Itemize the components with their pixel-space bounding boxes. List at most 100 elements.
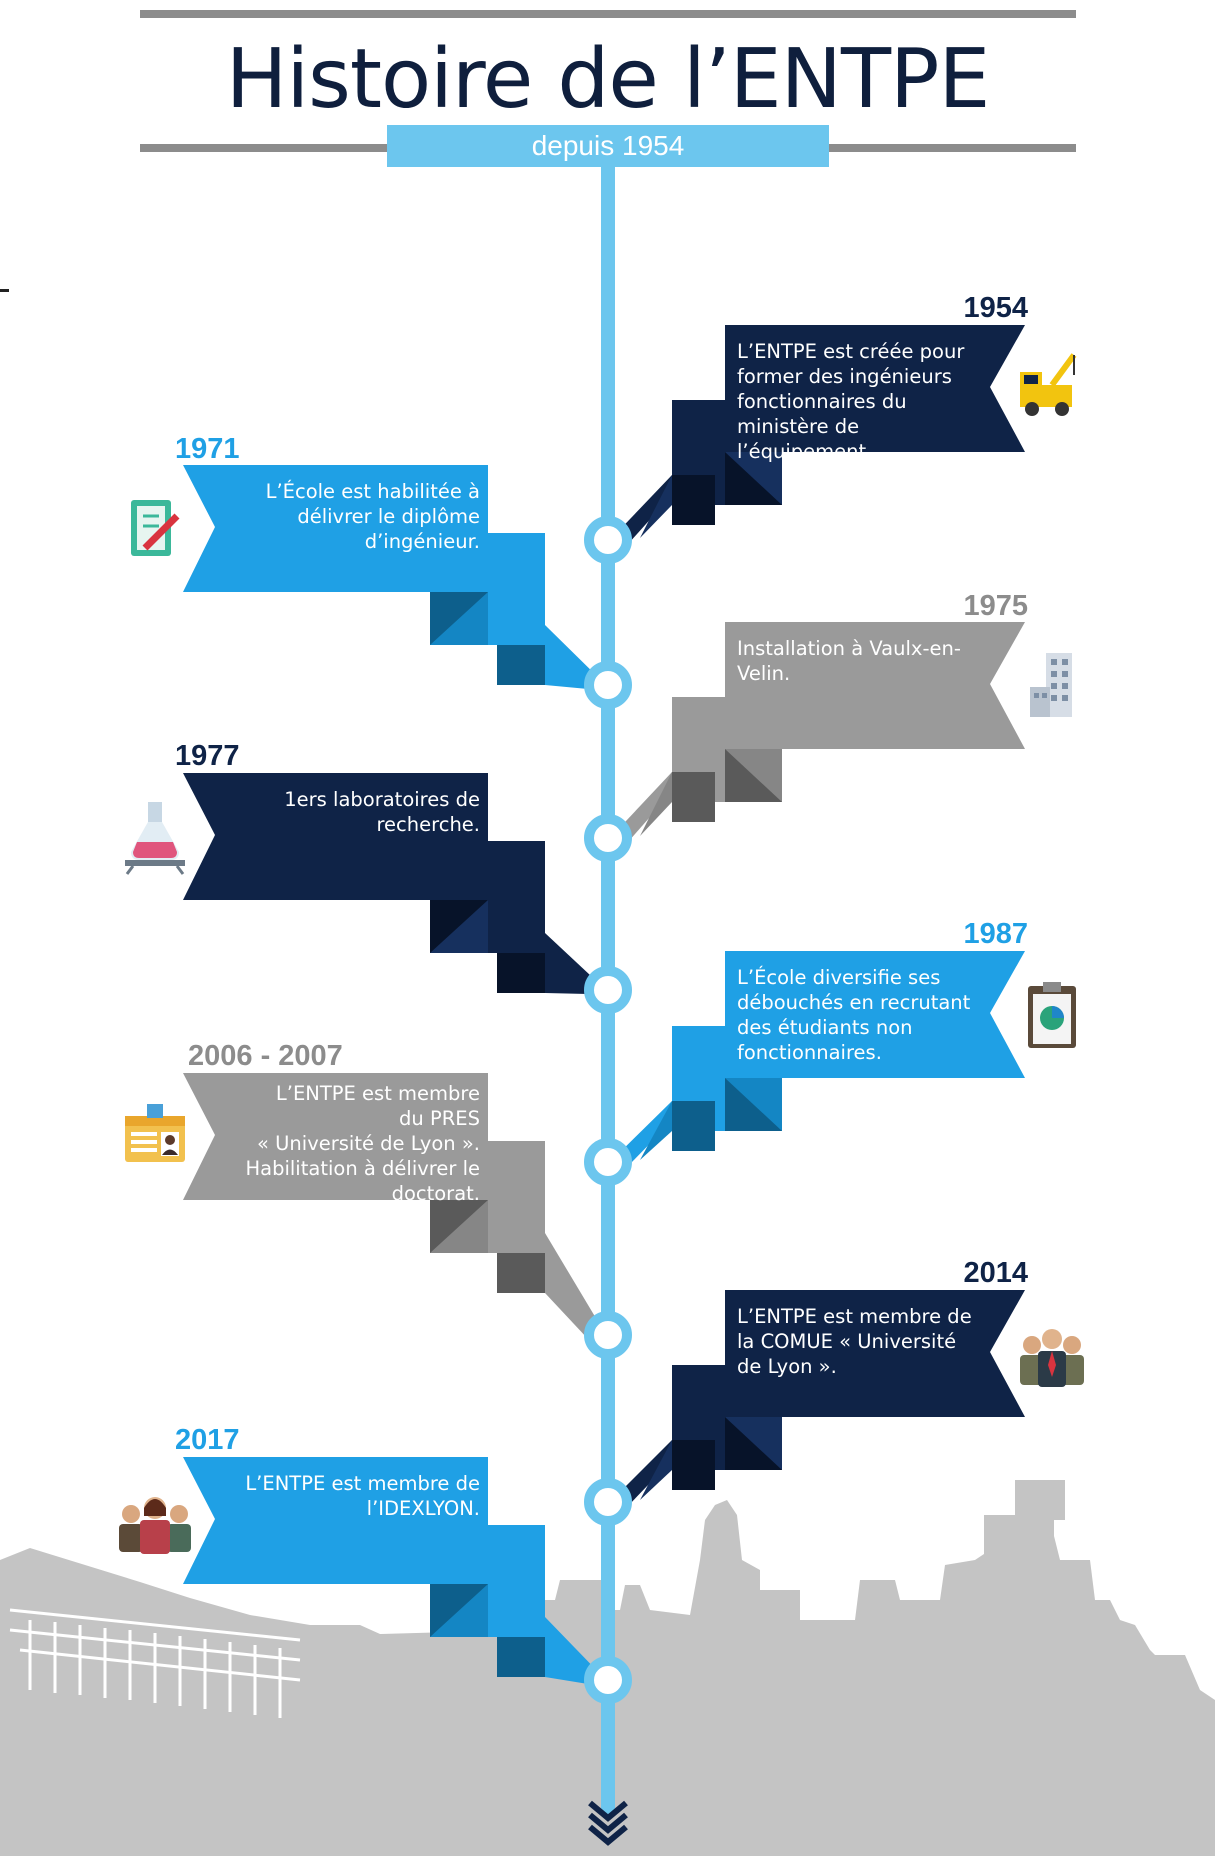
- crane-truck-icon: [1020, 353, 1077, 416]
- left-edge-tick: [0, 289, 9, 292]
- banner-step-shadow: [672, 1101, 715, 1151]
- banner-step-shadow: [497, 1253, 545, 1293]
- event-banner-5: [183, 1073, 606, 1339]
- event-year: 1954: [963, 292, 1028, 324]
- banner-fold-crease: [725, 749, 782, 802]
- page-subtitle: depuis 1954: [387, 125, 829, 167]
- banner-tail-shadow: [640, 475, 672, 538]
- page-title: Histoire de l’ENTPE: [225, 32, 991, 127]
- banner-step-shadow: [497, 953, 545, 993]
- event-description-line: de Lyon ».: [737, 1355, 837, 1378]
- business-people-icon: [1020, 1329, 1084, 1387]
- banner-main-panel: [725, 951, 1025, 1078]
- event-description-line: 1ers laboratoires de: [284, 788, 480, 811]
- event-description-line: doctorat.: [391, 1182, 480, 1205]
- event-description-line: L’ENTPE est membre: [275, 1082, 480, 1105]
- event-description-line: L’ENTPE est créée pour: [737, 340, 965, 363]
- event-description-line: L’École diversifie ses: [737, 966, 941, 989]
- banner-main-panel: [183, 1073, 488, 1200]
- timeline-node-3: [584, 966, 632, 1014]
- event-description-line: L’ENTPE est membre de: [737, 1305, 972, 1328]
- timeline-node-1: [584, 661, 632, 709]
- banner-main-panel: [725, 1290, 1025, 1417]
- banner-main-panel: [183, 465, 488, 592]
- event-description-line: « Université de Lyon ».: [257, 1132, 480, 1155]
- event-description-line: du PRES: [399, 1107, 480, 1130]
- event-description-line: L’ENTPE est membre de: [245, 1472, 480, 1495]
- banner-step-shadow: [672, 1440, 715, 1490]
- banner-tail-shadow: [640, 1440, 672, 1500]
- skyline-bridge-structure: [9, 1608, 301, 1718]
- event-description-line: recherche.: [376, 813, 480, 836]
- event-year: 1971: [175, 433, 240, 465]
- event-description-line: Installation à Vaulx-en-: [737, 637, 961, 660]
- event-description-line: ministère de l’équipement.: [737, 415, 873, 463]
- banner-tail-shadow: [640, 1101, 672, 1160]
- event-description-line: délivrer le diplôme: [297, 505, 480, 528]
- event-description-line: former des ingénieurs: [737, 365, 952, 388]
- event-description-line: l’IDEXLYON.: [366, 1497, 480, 1520]
- event-description-line: fonctionnaires du: [737, 390, 907, 413]
- timeline-node-7: [584, 1656, 632, 1704]
- banner-main-panel: [183, 773, 488, 900]
- event-year: 1987: [963, 918, 1028, 950]
- event-year: 1975: [963, 590, 1028, 622]
- event-description-line: L’École est habilitée à: [265, 480, 480, 503]
- event-year: 1977: [175, 740, 240, 772]
- banner-step-shadow: [672, 772, 715, 822]
- notebook-pencil-icon: [131, 500, 180, 556]
- event-description-line: Velin.: [737, 662, 791, 685]
- event-year: 2006 - 2007: [188, 1040, 343, 1072]
- event-description: Installation à Vaulx-en-Velin.: [737, 636, 999, 686]
- building-icon: [1030, 653, 1072, 717]
- event-year: 2014: [963, 1257, 1028, 1289]
- id-card-icon: [125, 1104, 185, 1162]
- event-description-line: d’ingénieur.: [364, 530, 480, 553]
- header-bottom-rule-left: [140, 144, 390, 152]
- event-description-line: débouchés en recrutant: [737, 991, 971, 1014]
- header-top-rule: [140, 10, 1076, 18]
- event-banner-6: [610, 1290, 1025, 1506]
- banner-main-panel: [725, 325, 1025, 452]
- banner-fold-crease: [725, 1078, 782, 1131]
- event-description-line: fonctionnaires.: [737, 1041, 882, 1064]
- banner-fold-crease: [430, 900, 488, 953]
- banner-fold-crease: [430, 1200, 488, 1253]
- timeline-node-4: [584, 1138, 632, 1186]
- event-description-line: Habilitation à délivrer le: [245, 1157, 480, 1180]
- banner-fold-crease: [430, 592, 488, 645]
- banner-tail-shadow: [640, 772, 672, 836]
- event-banner-4: [610, 951, 1025, 1166]
- group-people-icon: [119, 1497, 191, 1554]
- banner-step-shadow: [497, 645, 545, 685]
- banner-main-panel: [183, 1457, 488, 1584]
- banner-tail: [545, 1233, 606, 1339]
- scroll-down-chevron-icon: [588, 1800, 628, 1846]
- event-description-line: la COMUE « Université: [737, 1330, 957, 1353]
- banner-fold-crease: [725, 452, 782, 505]
- banner-fold-crease: [725, 1417, 782, 1470]
- timeline-node-0: [584, 516, 632, 564]
- timeline-node-5: [584, 1311, 632, 1359]
- event-year: 2017: [175, 1424, 240, 1456]
- header-bottom-rule-right: [826, 144, 1076, 152]
- event-banner-3: [183, 773, 606, 994]
- timeline-node-6: [584, 1478, 632, 1526]
- event-banner-7: [183, 1457, 606, 1684]
- event-banner-1: [183, 465, 606, 689]
- banner-main-panel: [725, 622, 1025, 749]
- event-banner-0: [610, 325, 1025, 544]
- banner-step-shadow: [672, 475, 715, 525]
- clipboard-chart-icon: [1028, 982, 1076, 1048]
- event-description-line: des étudiants non: [737, 1016, 913, 1039]
- event-banner-2: [610, 622, 1025, 842]
